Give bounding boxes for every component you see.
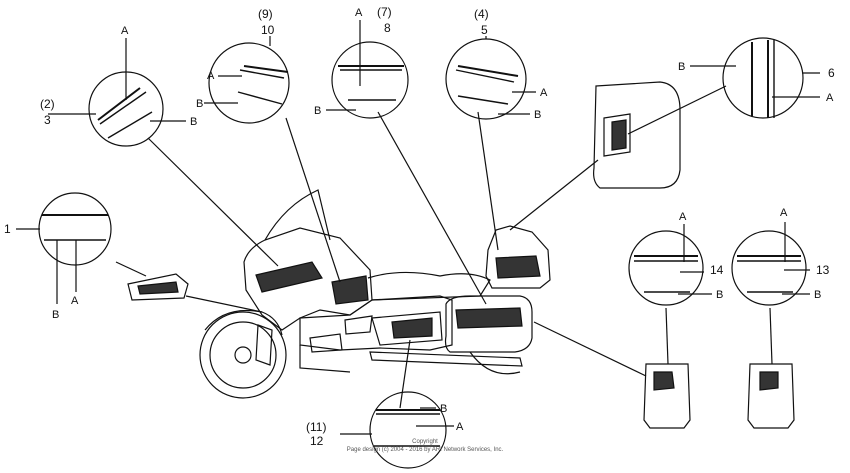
callout-5-letter-a: A <box>540 87 548 99</box>
trunk-lid-part <box>509 81 727 231</box>
callout-5-number: 5 <box>481 23 488 37</box>
exhaust <box>369 351 523 367</box>
front-fork-cover <box>255 324 273 366</box>
callout-10: (9) 10 A B <box>196 7 290 124</box>
callout-6-number: 6 <box>828 66 835 80</box>
callout-5: (4) 5 A B <box>445 7 548 121</box>
callout-3-number: 3 <box>44 113 51 127</box>
callout-6: B 6 A <box>678 37 835 119</box>
front-wheel-rim <box>209 321 277 389</box>
callout-8-number: 8 <box>384 21 391 35</box>
saddlebag <box>444 295 533 353</box>
lower-cowl <box>309 333 343 353</box>
callout-14-letter-a: A <box>679 211 687 223</box>
callout-6-letter-b: B <box>678 61 685 73</box>
callout-13-number: 13 <box>816 263 830 277</box>
callout-10-letter-a: A <box>207 70 215 82</box>
trunk-stripe <box>495 255 541 279</box>
callout-12-paren: (11) <box>306 420 326 434</box>
saddlebag-lid-left <box>533 307 691 429</box>
callout-14-number: 14 <box>710 263 724 277</box>
front-fairing <box>243 227 373 331</box>
rear-wheel <box>469 351 521 375</box>
side-panel-stripe <box>331 275 369 305</box>
callout-13-letter-b: B <box>814 289 821 301</box>
front-emblem-part <box>115 261 263 313</box>
callout-1-number: 1 <box>4 222 11 236</box>
saddlebag-lid-right <box>747 307 795 429</box>
callout-13-letter-a: A <box>780 207 788 219</box>
callout-3: A (2) 3 B <box>40 25 197 147</box>
front-fender <box>204 309 283 336</box>
front-wheel-hub <box>234 346 252 364</box>
callout-1-letter-a: A <box>71 295 79 307</box>
saddlebag-stripe <box>455 307 523 329</box>
trunk <box>485 225 551 289</box>
side-cover <box>371 311 443 346</box>
callout-12-number: 12 <box>310 434 324 448</box>
callout-3-letter-a: A <box>121 25 129 37</box>
callout-1: 1 B A <box>4 192 112 321</box>
callout-10-letter-b: B <box>196 98 203 110</box>
callout-8-letter-a: A <box>355 7 363 19</box>
callout-10-paren: (9) <box>258 7 273 21</box>
front-wheel <box>199 311 287 399</box>
motorcycle <box>199 189 551 399</box>
callout-5-letter-b: B <box>534 109 541 121</box>
callout-14: A 14 B <box>628 211 724 306</box>
callout-5-paren: (4) <box>474 7 489 21</box>
lower-fairing-line <box>299 345 351 373</box>
callout-1-letter-b: B <box>52 309 59 321</box>
callout-3-letter-b: B <box>190 116 197 128</box>
callout-6-letter-a: A <box>826 92 834 104</box>
callout-14-letter-b: B <box>716 289 723 301</box>
mid-body <box>299 295 453 351</box>
callout-12-letter-a: A <box>456 421 464 433</box>
engine-cover <box>344 315 373 335</box>
copyright-notice: Page design (c) 2004 - 2016 by ARI Netwo… <box>347 447 504 453</box>
copyright-label: Copyright <box>412 439 438 445</box>
leader-lines <box>147 111 499 409</box>
side-cover-stripe <box>391 317 433 339</box>
callout-13: A 13 B <box>731 207 830 306</box>
callout-12: B A (11) 12 <box>306 391 464 469</box>
callout-3-paren: (2) <box>40 97 55 111</box>
callout-8-paren: (7) <box>377 5 392 19</box>
fairing-stripe <box>255 261 323 293</box>
seat <box>367 271 491 301</box>
callout-10-number: 10 <box>261 23 275 37</box>
callout-8: A (7) 8 B <box>314 5 409 119</box>
windshield <box>264 189 331 241</box>
callout-12-letter-b: B <box>440 403 447 415</box>
callout-8-letter-b: B <box>314 105 321 117</box>
